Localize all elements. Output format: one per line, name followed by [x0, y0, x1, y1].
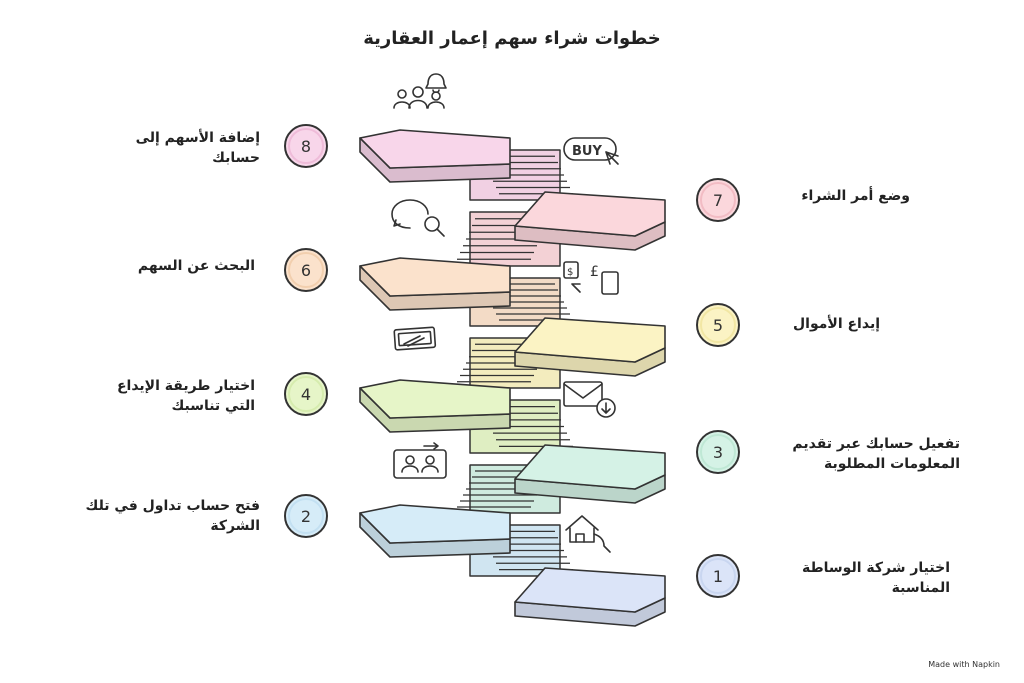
- step-3-number-circle: 3: [696, 430, 740, 474]
- staircase: [359, 129, 666, 627]
- step-2-label: فتح حساب تداول في تلك الشركة: [85, 498, 260, 534]
- step-8-number: 8: [301, 137, 311, 156]
- step-7-number-circle: 7: [696, 178, 740, 222]
- step-6-number: 6: [301, 261, 311, 280]
- mail-download-icon: [563, 381, 616, 418]
- step-8-label: إضافة الأسهم إلى حسابك: [135, 130, 260, 166]
- money-icon: [393, 326, 437, 351]
- step-4-number-circle: 4: [284, 372, 328, 416]
- step-1-number-circle: 1: [696, 554, 740, 598]
- step-5-label: إيداع الأموال: [793, 316, 880, 332]
- currency-exchange-icon: $ £: [563, 261, 619, 295]
- svg-text:$: $: [567, 267, 573, 278]
- step-6-number-circle: 6: [284, 248, 328, 292]
- step-1-number: 1: [713, 567, 723, 586]
- landing-step-7: [514, 191, 666, 251]
- svg-text:£: £: [590, 264, 599, 280]
- step-5-number-circle: 5: [696, 303, 740, 347]
- step-2-number: 2: [301, 507, 311, 526]
- step-8-number-circle: 8: [284, 124, 328, 168]
- step-4-number: 4: [301, 385, 311, 404]
- buy-icon: BUY: [563, 137, 619, 165]
- landing-step-2: [359, 504, 511, 558]
- landing-step-4: [359, 379, 511, 433]
- step-number-circles: 1 2 3 4 5 6 7 8: [284, 124, 740, 598]
- house-hand-icon: [565, 515, 611, 553]
- step-3-number: 3: [713, 443, 723, 462]
- step-6-label: البحث عن السهم: [137, 258, 255, 274]
- step-3-label: تفعيل حسابك عبر تقديم المعلومات المطلوبة: [792, 436, 960, 472]
- search-icon: [391, 199, 445, 237]
- step-4-label: اختيار طريقة الإيداع التي تناسبك: [116, 378, 255, 414]
- users-exchange-icon: [393, 442, 447, 479]
- diagram-title: خطوات شراء سهم إعمار العقارية: [363, 28, 661, 49]
- landing-step-6: [359, 257, 511, 311]
- landing-step-3: [514, 444, 666, 504]
- landing-step-1: [514, 567, 666, 627]
- landing-step-8: [359, 129, 511, 183]
- step-icons: BUY $ £: [391, 73, 619, 553]
- step-7-label: وضع أمر الشراء: [801, 188, 910, 204]
- landing-step-5: [514, 317, 666, 377]
- step-7-number: 7: [713, 191, 723, 210]
- napkin-credit: Made with Napkin: [928, 660, 1000, 669]
- svg-text:BUY: BUY: [572, 144, 602, 159]
- step-5-number: 5: [713, 316, 723, 335]
- step-1-label: اختيار شركة الوساطة المناسبة: [801, 560, 950, 596]
- step-2-number-circle: 2: [284, 494, 328, 538]
- group-notification-icon: [393, 73, 447, 109]
